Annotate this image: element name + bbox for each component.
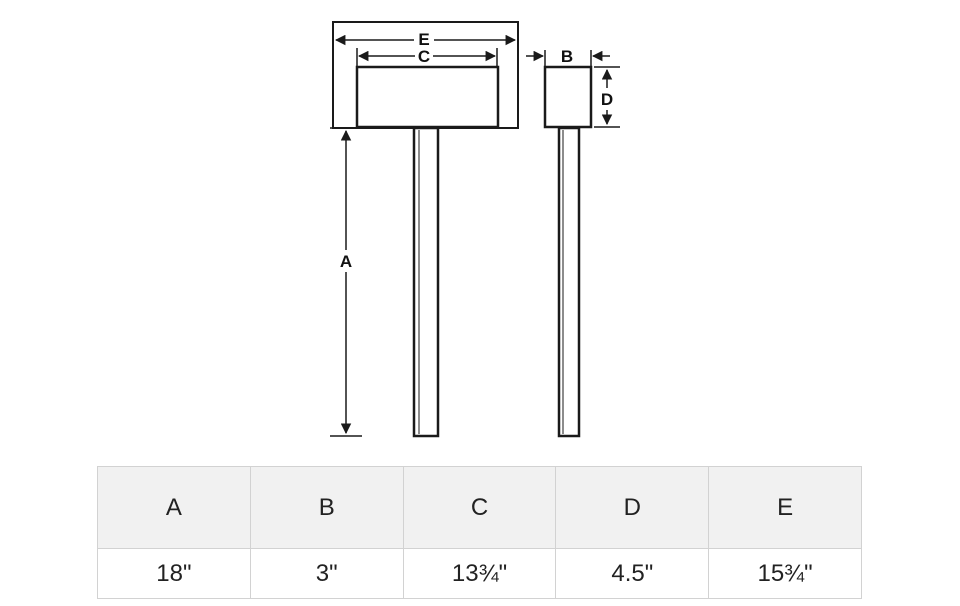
- front-post: [412, 126, 440, 438]
- table-row: 18" 3" 13¾" 4.5" 15¾": [97, 548, 862, 599]
- front-sign-panel: [355, 65, 500, 129]
- table-value-c: 13¾": [402, 548, 557, 599]
- table-value-e: 15¾": [708, 548, 862, 599]
- sign-dimension-diagram: E C A B D: [330, 21, 620, 438]
- side-sign-panel: [543, 65, 593, 129]
- table-header-row: A B C D E: [97, 466, 862, 549]
- dimension-e-label: E: [418, 30, 429, 49]
- table-header-a: A: [97, 466, 251, 549]
- side-view: [526, 50, 620, 438]
- dimension-a-label: A: [340, 252, 352, 271]
- table-value-a: 18": [97, 548, 251, 599]
- table-value-b: 3": [249, 548, 404, 599]
- dimensions-table: A B C D E 18" 3" 13¾" 4.5" 15¾": [97, 466, 862, 599]
- dimension-c-label: C: [418, 47, 430, 66]
- table-header-d: D: [555, 466, 710, 549]
- table-value-d: 4.5": [555, 548, 710, 599]
- dimension-d-label: D: [601, 90, 613, 109]
- dimension-b-label: B: [561, 47, 573, 66]
- front-view: [330, 21, 519, 438]
- table-header-b: B: [249, 466, 404, 549]
- table-header-e: E: [708, 466, 862, 549]
- table-header-c: C: [402, 466, 557, 549]
- side-post: [557, 126, 581, 438]
